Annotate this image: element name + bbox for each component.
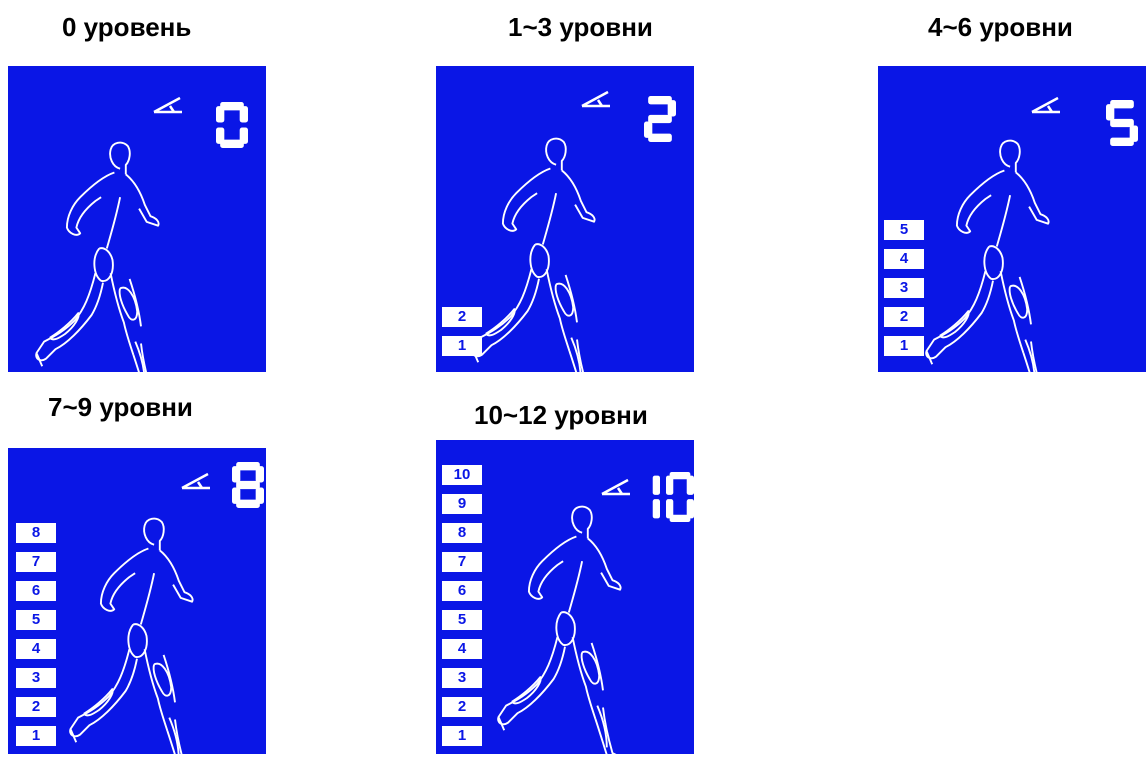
level-indicator-box: 2: [442, 697, 482, 717]
level-indicator-box: 8: [16, 523, 56, 543]
panel-title: 1~3 уровни: [508, 12, 653, 43]
lcd-screen: [8, 66, 266, 372]
panel-title: 10~12 уровни: [474, 400, 648, 431]
level-digit-display: [630, 470, 694, 524]
level-indicator-box: 1: [442, 336, 482, 356]
level-digit-display: [230, 460, 266, 510]
level-indicator-box: 1: [442, 726, 482, 746]
level-indicator-box: 4: [884, 249, 924, 269]
level-indicator-box: 7: [442, 552, 482, 572]
incline-angle-icon: [600, 476, 634, 498]
level-indicator-box: 3: [442, 668, 482, 688]
level-indicator-box: 6: [442, 581, 482, 601]
level-indicator-box: 1: [16, 726, 56, 746]
lcd-screen: 10 9 8 7 6 5 4 3 2 1: [436, 440, 694, 754]
incline-angle-icon: [152, 94, 186, 116]
level-indicator-box: 8: [442, 523, 482, 543]
level-digit-display: [214, 100, 250, 150]
panel-title: 0 уровень: [62, 12, 191, 43]
level-digit-display: [642, 94, 678, 144]
level-indicator-box: 9: [442, 494, 482, 514]
level-indicator-box: 5: [884, 220, 924, 240]
lcd-screen: 5 4 3 2 1: [878, 66, 1146, 372]
lcd-screen: 8 7 6 5 4 3 2 1: [8, 448, 266, 754]
level-indicator-box: 4: [16, 639, 56, 659]
incline-angle-icon: [1030, 94, 1064, 116]
level-indicator-box: 6: [16, 581, 56, 601]
level-indicator-box: 4: [442, 639, 482, 659]
level-indicator-box: 7: [16, 552, 56, 572]
level-indicator-box: 1: [884, 336, 924, 356]
incline-angle-icon: [580, 88, 614, 110]
level-indicator-box: 2: [16, 697, 56, 717]
level-indicator-box: 3: [884, 278, 924, 298]
level-indicator-box: 10: [442, 465, 482, 485]
level-indicator-box: 5: [16, 610, 56, 630]
level-digit-display: [1104, 98, 1140, 148]
level-indicator-box: 5: [442, 610, 482, 630]
panel-title: 4~6 уровни: [928, 12, 1073, 43]
level-indicator-box: 2: [884, 307, 924, 327]
incline-angle-icon: [180, 470, 214, 492]
panel-title: 7~9 уровни: [48, 392, 193, 423]
level-indicator-box: 2: [442, 307, 482, 327]
level-indicator-box: 3: [16, 668, 56, 688]
